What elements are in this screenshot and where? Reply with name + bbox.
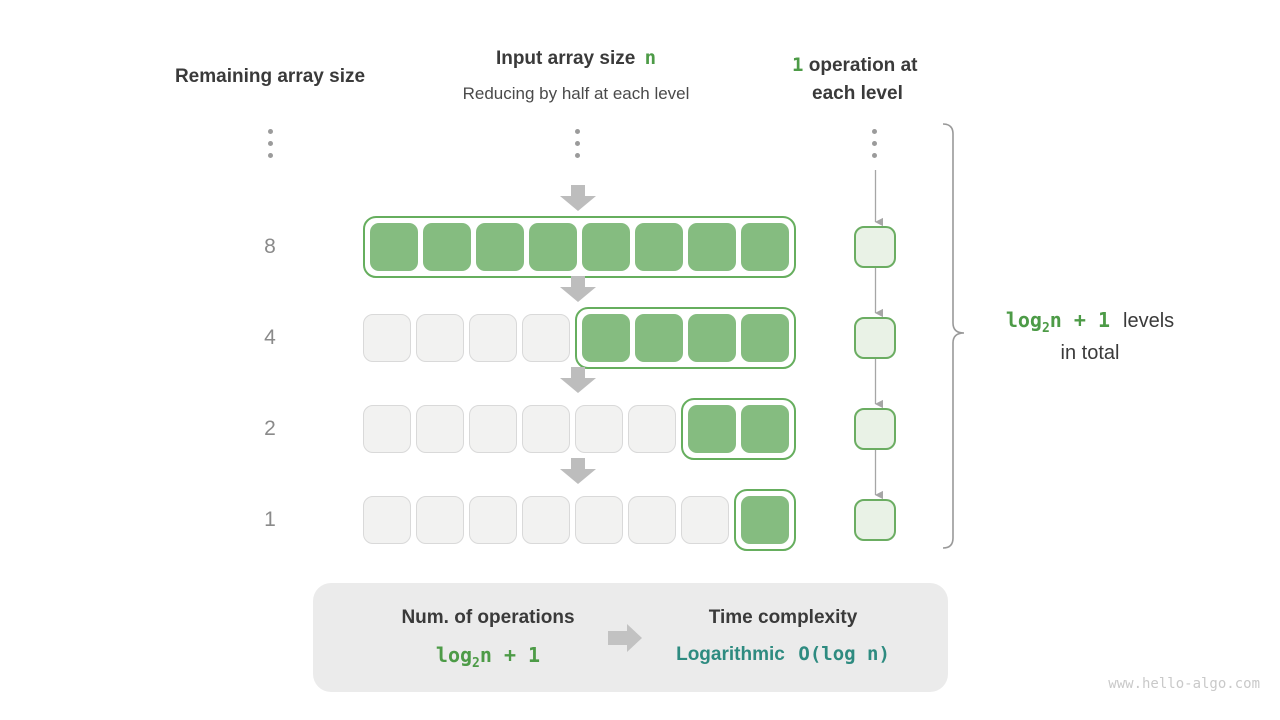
- halving-arrow-icon: [560, 185, 596, 211]
- header-one-operation-count: 1: [792, 54, 804, 76]
- active-cell: [741, 496, 789, 544]
- active-subarray: [575, 307, 796, 369]
- discarded-cell: [522, 314, 570, 362]
- active-cell: [688, 314, 736, 362]
- operation-box: [854, 226, 896, 268]
- header-input-array-size: Input array size n: [396, 47, 756, 70]
- levels-word: levels: [1123, 310, 1175, 332]
- active-cell: [741, 223, 789, 271]
- array-row: [363, 398, 796, 460]
- active-cell: [423, 223, 471, 271]
- discarded-cell: [628, 405, 676, 453]
- discarded-cell: [575, 405, 623, 453]
- num-operations-block: Num. of operations log2n + 1: [338, 607, 638, 671]
- implies-arrow-icon: [608, 624, 642, 652]
- discarded-cell: [469, 405, 517, 453]
- remaining-size-label: 8: [264, 235, 276, 258]
- levels-brace: [942, 123, 965, 549]
- header-input-array-size-n: n: [644, 47, 657, 69]
- active-cell: [635, 223, 683, 271]
- ellipsis-operation-column: [872, 129, 877, 158]
- halving-arrow-icon: [560, 458, 596, 484]
- ellipsis-array-column: [575, 129, 580, 158]
- num-operations-formula: log2n + 1: [435, 643, 541, 671]
- complexity-word: Logarithmic: [676, 644, 785, 665]
- remaining-size-label: 1: [264, 508, 276, 531]
- discarded-cell: [363, 314, 411, 362]
- discarded-cell: [522, 496, 570, 544]
- operation-flow-arrows: [874, 170, 883, 500]
- discarded-cell: [628, 496, 676, 544]
- header-reducing-by-half: Reducing by half at each level: [462, 84, 690, 103]
- header-one-operation: 1 operation at each level: [792, 51, 1012, 108]
- header-remaining-array-size: Remaining array size: [174, 66, 366, 87]
- operation-box: [854, 499, 896, 541]
- discarded-cell: [416, 405, 464, 453]
- halving-arrow-icon: [560, 276, 596, 302]
- active-cell: [635, 314, 683, 362]
- halving-arrow-icon: [560, 367, 596, 393]
- header-one-operation-line2: each level: [812, 83, 903, 104]
- active-cell: [688, 405, 736, 453]
- levels-total-label: log2n + 1 levels in total: [975, 308, 1205, 365]
- array-row: [363, 489, 796, 551]
- discarded-cell: [681, 496, 729, 544]
- discarded-cell: [469, 496, 517, 544]
- active-subarray: [681, 398, 796, 460]
- active-cell: [688, 223, 736, 271]
- levels-formula: log2n + 1: [1005, 308, 1111, 336]
- array-row: [363, 216, 796, 278]
- discarded-cell: [416, 496, 464, 544]
- time-complexity-title: Time complexity: [708, 607, 858, 628]
- ellipsis-remaining-column: [268, 129, 273, 158]
- active-cell: [370, 223, 418, 271]
- complexity-notation: O(log n): [798, 643, 890, 665]
- active-cell: [582, 314, 630, 362]
- operation-box: [854, 317, 896, 359]
- header-input-array-size-text: Input array size: [495, 48, 636, 69]
- complexity-summary-panel: Num. of operations log2n + 1 Time comple…: [313, 583, 948, 692]
- discarded-cell: [522, 405, 570, 453]
- header-one-operation-rest: operation at: [808, 55, 918, 76]
- active-cell: [741, 405, 789, 453]
- discarded-cell: [416, 314, 464, 362]
- remaining-size-label: 2: [264, 417, 276, 440]
- active-cell: [582, 223, 630, 271]
- header-one-operation-line1: 1 operation at: [792, 51, 1012, 80]
- active-cell: [529, 223, 577, 271]
- in-total-word: in total: [1060, 342, 1120, 364]
- discarded-cell: [575, 496, 623, 544]
- remaining-size-label: 4: [264, 326, 276, 349]
- discarded-cell: [363, 405, 411, 453]
- time-complexity-block: Time complexity Logarithmic O(log n): [633, 607, 933, 666]
- array-row: [363, 307, 796, 369]
- discarded-cell: [469, 314, 517, 362]
- active-cell: [476, 223, 524, 271]
- active-subarray: [363, 216, 796, 278]
- discarded-cell: [363, 496, 411, 544]
- watermark: www.hello-algo.com: [1108, 676, 1260, 692]
- num-operations-title: Num. of operations: [401, 607, 575, 628]
- active-cell: [741, 314, 789, 362]
- active-subarray: [734, 489, 796, 551]
- operation-box: [854, 408, 896, 450]
